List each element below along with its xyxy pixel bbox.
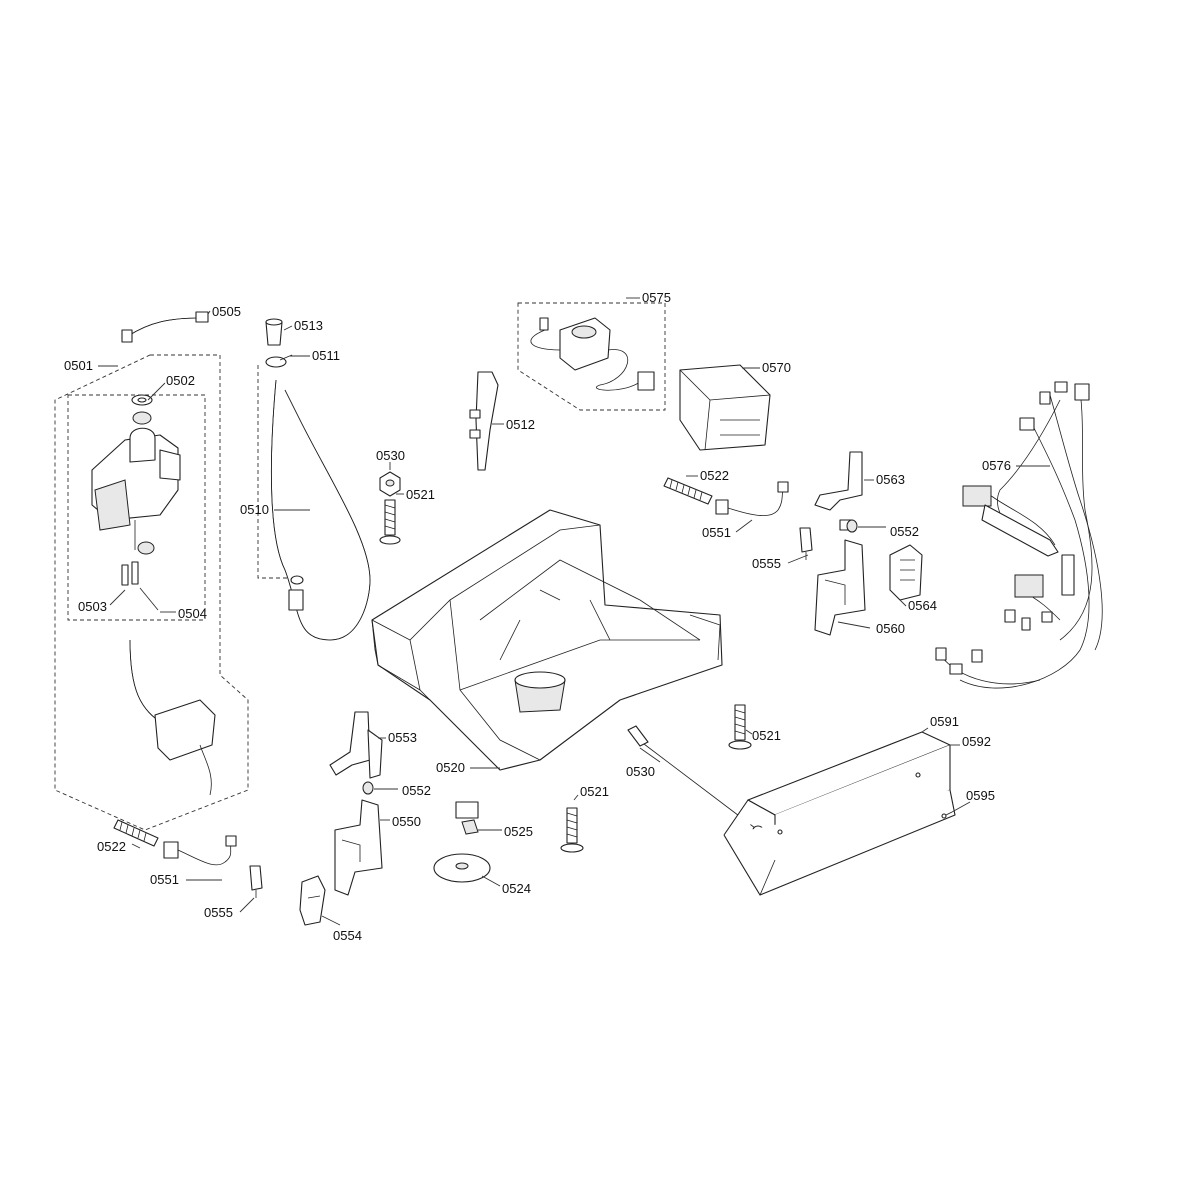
label-0551-a[interactable]: 0551: [702, 525, 731, 540]
inlet-valve-group-boundary: [54, 354, 249, 831]
label-0563[interactable]: 0563: [876, 472, 905, 487]
part-0555-clip-b[interactable]: [249, 865, 263, 898]
label-0510[interactable]: 0510: [240, 502, 269, 517]
part-0524-disc[interactable]: [433, 853, 491, 883]
part-0552-nut-a[interactable]: [846, 519, 858, 533]
label-0511[interactable]: 0511: [312, 348, 340, 363]
label-0553[interactable]: 0553: [388, 730, 417, 745]
label-0551-b[interactable]: 0551: [150, 872, 179, 887]
part-0522-spring-a[interactable]: [663, 477, 713, 505]
part-0576-wire-harness[interactable]: [935, 381, 1103, 689]
label-0555-b[interactable]: 0555: [204, 905, 233, 920]
part-0595-screw[interactable]: [941, 811, 953, 819]
part-0520-base[interactable]: [371, 509, 723, 771]
part-0521-screw-a[interactable]: [379, 499, 401, 545]
part-0575-pressure-switch-group[interactable]: [517, 302, 666, 411]
part-0521-screw-b[interactable]: [560, 807, 584, 853]
label-0503[interactable]: 0503: [78, 599, 107, 614]
label-0564[interactable]: 0564: [908, 598, 937, 613]
label-0592[interactable]: 0592: [962, 734, 991, 749]
part-0560-hinge-bracket[interactable]: [814, 539, 866, 636]
label-0570[interactable]: 0570: [762, 360, 791, 375]
part-0505-inlet-hose[interactable]: [121, 311, 209, 343]
label-0595[interactable]: 0595: [966, 788, 995, 803]
part-0553-bracket[interactable]: [329, 711, 383, 779]
part-0552-nut-b[interactable]: [362, 781, 374, 795]
label-0550[interactable]: 0550: [392, 814, 421, 829]
part-0591-kickplate[interactable]: [723, 731, 956, 896]
part-0521-screw-c[interactable]: [728, 704, 752, 750]
part-0555-clip-a[interactable]: [799, 527, 813, 560]
part-0513-sleeve[interactable]: [265, 318, 283, 346]
label-0591[interactable]: 0591: [930, 714, 959, 729]
part-valve-hose[interactable]: [129, 639, 216, 796]
label-0521-a[interactable]: 0521: [406, 487, 435, 502]
label-0576[interactable]: 0576: [982, 458, 1011, 473]
label-0525[interactable]: 0525: [504, 824, 533, 839]
part-0510-drain-hose[interactable]: [270, 379, 371, 641]
label-0513[interactable]: 0513: [294, 318, 323, 333]
label-0524[interactable]: 0524: [502, 881, 531, 896]
part-0512-float-arm[interactable]: [469, 371, 499, 471]
part-0563-bracket[interactable]: [814, 451, 863, 531]
part-0502-washer[interactable]: [131, 394, 153, 425]
label-0530-a[interactable]: 0530: [376, 448, 405, 463]
label-0505[interactable]: 0505: [212, 304, 241, 319]
label-0555-a[interactable]: 0555: [752, 556, 781, 571]
part-0530-nut[interactable]: [379, 471, 401, 497]
label-0512[interactable]: 0512: [506, 417, 535, 432]
label-0560[interactable]: 0560: [876, 621, 905, 636]
part-inlet-valve-body[interactable]: [91, 427, 181, 555]
part-0551-cable-b[interactable]: [163, 835, 237, 866]
label-0554[interactable]: 0554: [333, 928, 362, 943]
part-0525-sensor[interactable]: [455, 801, 479, 835]
part-0551-cable-a[interactable]: [715, 481, 789, 517]
part-0550-hinge-bracket[interactable]: [334, 799, 383, 896]
part-0511-clamp[interactable]: [265, 354, 293, 368]
label-0522-a[interactable]: 0522: [700, 468, 729, 483]
part-0554-clip[interactable]: [299, 875, 326, 926]
part-0503-connector[interactable]: [121, 561, 139, 586]
label-0502[interactable]: 0502: [166, 373, 195, 388]
part-0564-connector-block[interactable]: [889, 544, 923, 601]
label-0552-b[interactable]: 0552: [402, 783, 431, 798]
label-0521-b[interactable]: 0521: [580, 784, 609, 799]
label-0522-b[interactable]: 0522: [97, 839, 126, 854]
part-0570-control-module[interactable]: [679, 364, 771, 451]
part-0522-spring-b[interactable]: [113, 819, 159, 847]
label-0575[interactable]: 0575: [642, 290, 671, 305]
label-0530-b[interactable]: 0530: [626, 764, 655, 779]
label-0504[interactable]: 0504: [178, 606, 207, 621]
label-0521-c[interactable]: 0521: [752, 728, 781, 743]
label-0501[interactable]: 0501: [64, 358, 93, 373]
label-0552-a[interactable]: 0552: [890, 524, 919, 539]
label-0520[interactable]: 0520: [436, 760, 465, 775]
